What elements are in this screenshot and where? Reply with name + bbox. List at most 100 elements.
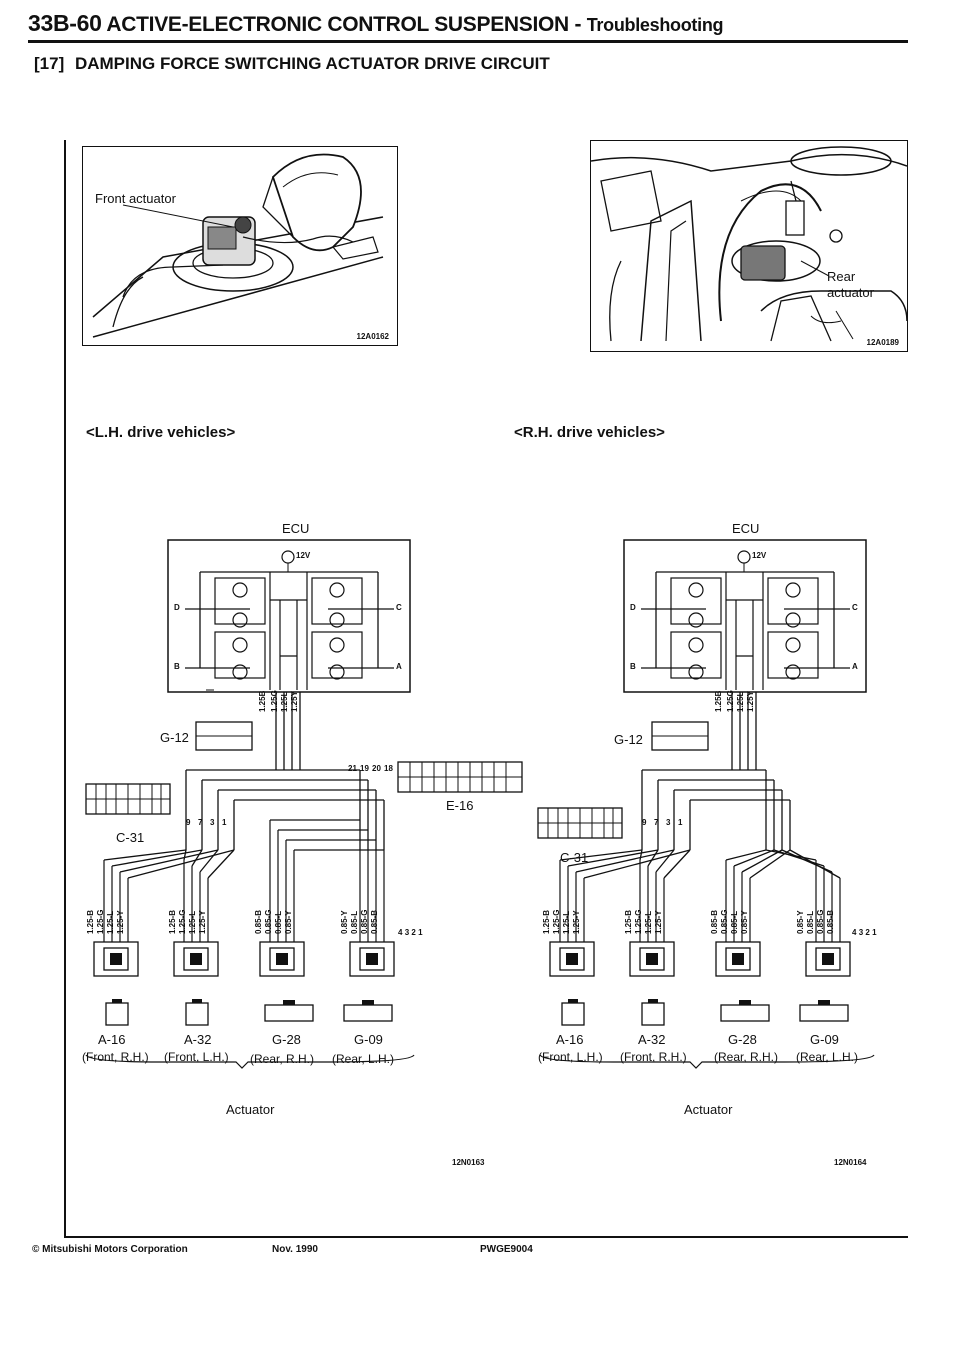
rh-g28-code: G-28 [728, 1032, 757, 1047]
rh-ecu-label: ECU [732, 521, 760, 536]
header-dash: - [574, 13, 582, 36]
rh-actuator-pin-3: 3 [858, 928, 864, 937]
footer-date: Nov. 1990 [272, 1244, 318, 1255]
rh-g09-wire-1: 0.85-Y [796, 910, 805, 934]
rh-g09-wire-4: 0.85-B [826, 909, 835, 934]
rh-actuator-pin-4: 4 [852, 928, 857, 937]
frame-left-rule [64, 140, 66, 1238]
rh-a32-code: A-32 [638, 1032, 666, 1047]
chapter-title: ACTIVE-ELECTRONIC CONTROL SUSPENSION [106, 13, 569, 36]
rh-g28-wire-3: 0.85-L [730, 910, 739, 934]
lh-ecu-label: ECU [282, 521, 310, 536]
lh-joint-connector: E-16 [446, 798, 474, 813]
lh-drive-heading: <L.H. drive vehicles> [86, 424, 236, 441]
rh-ecu-terminal-d: D [630, 603, 636, 612]
lh-a16-code: A-16 [98, 1032, 126, 1047]
rh-diagram-ref: 12N0164 [834, 1158, 867, 1167]
lh-ecu-terminal-d: D [174, 603, 180, 612]
lh-a32-code: A-32 [184, 1032, 212, 1047]
rh-a32-wire-3: 1.25-L [644, 910, 653, 934]
frame-bottom-rule [64, 1236, 908, 1238]
rh-g09-position: (Rear, L.H.) [796, 1050, 859, 1064]
lh-actuator-pin-4: 4 [398, 928, 403, 937]
rh-a16-position: (Front, L.H.) [538, 1050, 603, 1064]
rear-actuator-caption-line2: actuator [827, 285, 874, 300]
rh-ecu-wire-2: 1.25G [726, 690, 735, 712]
lh-joint-pin-2: 19 [360, 764, 369, 773]
rear-actuator-caption-line1: Rear [827, 269, 856, 284]
lh-joint-pin-3: 20 [372, 764, 381, 773]
lh-actuator-pin-3: 3 [404, 928, 410, 937]
section-name: Troubleshooting [586, 15, 724, 35]
lh-intermediate-pin-3: 3 [210, 818, 215, 827]
rh-a32-wire-4: 1.25-Y [654, 910, 663, 934]
rh-g28-wire-4: 0.85-Y [740, 910, 749, 934]
section-title: [17] DAMPING FORCE SWITCHING ACTUATOR DR… [34, 54, 550, 74]
footer-copyright: © Mitsubishi Motors Corporation [32, 1244, 188, 1255]
lh-intermediate-pin-4: 1 [222, 818, 227, 827]
rh-g28-wire-2: 0.85-G [720, 909, 729, 934]
rh-a32-position: (Front, R.H.) [620, 1050, 687, 1064]
rh-drive-heading: <R.H. drive vehicles> [514, 424, 665, 441]
rear-actuator-drawing [591, 146, 907, 342]
lh-ecu-terminal-c: C [396, 603, 402, 612]
footer-code: PWGE9004 [480, 1244, 533, 1255]
lh-intermediate-connector: C-31 [116, 830, 145, 845]
rear-actuator-illustration: Rear actuator 12A0189 [590, 140, 908, 352]
rh-g28-wire-1: 0.85-B [710, 909, 719, 934]
rh-actuator-bracket [539, 1054, 875, 1069]
rh-a16-code: A-16 [556, 1032, 584, 1047]
rh-g09-wire-2: 0.85-L [806, 910, 815, 934]
front-photo-ref: 12A0162 [356, 332, 389, 341]
rh-a16-wire-4: 1.25-Y [572, 910, 581, 934]
rh-a32-wire-1: 1.25-B [624, 909, 633, 934]
rh-a16-wire-1: 1.25-B [542, 909, 551, 934]
lh-g09-position: (Rear, L.H.) [332, 1052, 395, 1066]
rh-ecu-wire-3: 1.25L [736, 691, 745, 712]
lh-ecu-box [167, 539, 411, 693]
section-number: [17] [34, 54, 65, 73]
section-title-text: DAMPING FORCE SWITCHING ACTUATOR DRIVE C… [74, 54, 550, 73]
lh-ecu-supply: 12V [296, 551, 311, 560]
lh-ecu-terminal-a: A [396, 662, 402, 671]
rh-ig-symbol [737, 550, 751, 564]
lh-intermediate-pin-1: 9 [186, 818, 191, 827]
lh-actuator-group-label: Actuator [226, 1102, 275, 1117]
rh-ecu-box [623, 539, 867, 693]
rh-a16-wire-2: 1.25-G [552, 909, 561, 934]
lh-ecu-connector: G-12 [160, 730, 189, 745]
rh-ecu-wire-4: 1.25Y [746, 691, 755, 712]
lh-actuator-bracket [85, 1054, 415, 1069]
rh-g09-code: G-09 [810, 1032, 839, 1047]
lh-actuator-pin-2: 2 [411, 928, 416, 937]
front-actuator-caption: Front actuator [95, 191, 176, 206]
rh-ecu-terminal-c: C [852, 603, 858, 612]
rh-a32-wire-2: 1.25-G [634, 909, 643, 934]
rh-g09-wire-3: 0.85-G [816, 909, 825, 934]
lh-joint-pin-1: 21 [348, 764, 357, 773]
lh-g28-code: G-28 [272, 1032, 301, 1047]
lh-actuator-pin-1: 1 [418, 928, 423, 937]
rh-ecu-connector: G-12 [614, 732, 643, 747]
rh-intermediate-pin-2: 7 [654, 818, 659, 827]
lh-diagram-ref: 12N0163 [452, 1158, 485, 1167]
rh-ecu-terminal-b: B [630, 662, 636, 671]
rh-actuator-pins: 4 3 2 1 [852, 928, 877, 937]
lh-joint-pin-4: 18 [384, 764, 393, 773]
rh-ecu-terminal-a: A [852, 662, 858, 671]
rh-a16-wire-3: 1.25-L [562, 910, 571, 934]
lh-a16-position: (Front, R.H.) [82, 1050, 149, 1064]
page-header: 33B-60 ACTIVE-ELECTRONIC CONTROL SUSPENS… [28, 10, 724, 37]
rh-intermediate-connector: C-31 [560, 850, 589, 865]
rh-ecu-supply: 12V [752, 551, 767, 560]
lh-g09-code: G-09 [354, 1032, 383, 1047]
lh-a32-position: (Front, L.H.) [164, 1050, 229, 1064]
rh-ecu-wire-1: 1.25B [714, 690, 723, 712]
lh-g28-position: (Rear, R.H.) [250, 1052, 315, 1066]
rh-actuator-pin-2: 2 [865, 928, 870, 937]
lh-actuator-pins: 4 3 2 1 [398, 928, 423, 937]
